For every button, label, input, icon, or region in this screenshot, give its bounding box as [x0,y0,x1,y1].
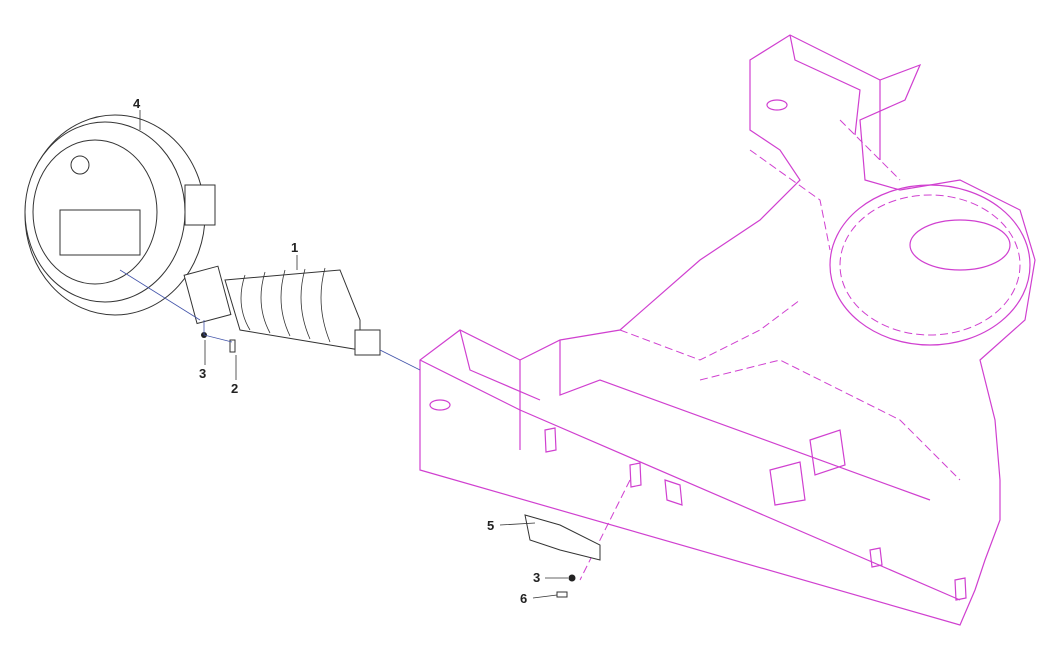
callout-1: 1 [291,240,298,255]
idler-wheel [24,114,216,316]
callout-3-upper: 3 [199,366,206,381]
track-adjuster-spring [183,265,381,356]
bolt-lower [556,591,568,598]
guard-bracket [524,514,601,561]
callout-4: 4 [133,96,141,111]
bolt-upper [229,339,236,353]
callout-2: 2 [231,381,238,396]
callout-3-lower: 3 [533,570,540,585]
washer-lower [568,574,576,582]
callout-5: 5 [487,518,494,533]
track-frame [419,34,1036,626]
callout-6: 6 [520,591,527,606]
